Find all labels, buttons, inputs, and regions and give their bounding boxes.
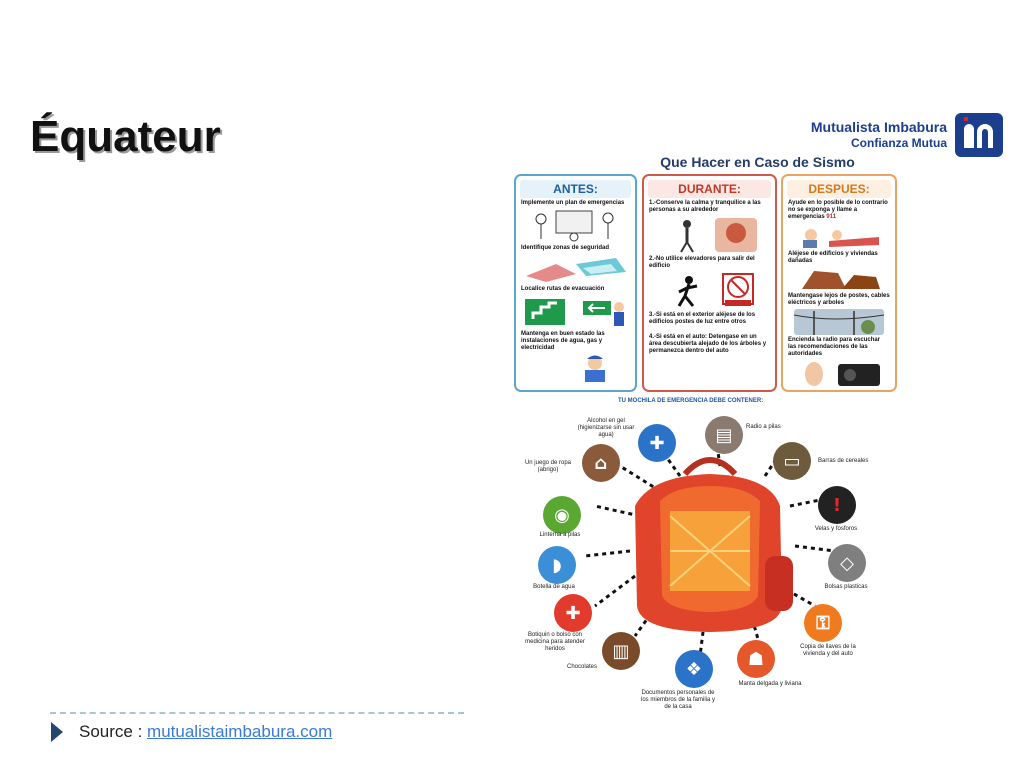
column-durante: DURANTE: 1.-Conserve la calma y tranquil… xyxy=(642,174,777,392)
infographic-title: Que Hacer en Caso de Sismo xyxy=(660,154,855,170)
antes-step: Implemente un plan de emergencias xyxy=(521,200,625,206)
despues-step: Aléjese de edificios y viviendas dañadas xyxy=(788,251,878,264)
durante-step: 4.-Si está en el auto: Detengase en un á… xyxy=(649,334,767,354)
source-label: Source : xyxy=(79,722,143,741)
backpack-illustration xyxy=(635,457,793,632)
item-label: Manta delgada y liviana xyxy=(738,681,802,687)
flashlight-icon: ◉ xyxy=(543,496,581,534)
source-link[interactable]: mutualistaimbabura.com xyxy=(147,722,333,741)
evacuation-signs-illustration xyxy=(524,299,624,326)
footer-divider xyxy=(50,712,464,714)
power-lines-illustration xyxy=(794,309,884,335)
earthquake-infographic: Mutualista Imbabura Confianza Mutua Que … xyxy=(510,106,1005,716)
durante-step: 1.-Conserve la calma y tranquilice a las… xyxy=(649,200,761,213)
antes-step: Identifique zonas de seguridad xyxy=(521,245,610,251)
despues-step: Encienda la radio para escuchar las reco… xyxy=(788,337,881,357)
radio-icon: ▤ xyxy=(705,416,743,454)
calm-people-illustration xyxy=(679,218,757,253)
safe-zone-illustration xyxy=(525,258,626,282)
item-label: Botella de agua xyxy=(533,584,575,590)
maintenance-worker-illustration xyxy=(585,355,605,382)
water-bottle-icon: ◗ xyxy=(538,546,576,584)
item-label: Velas y fosforos xyxy=(814,526,858,532)
durante-step: 3.-Si está en el exterior aléjese de los… xyxy=(649,312,756,325)
item-label: Bolsas plasticas xyxy=(824,584,868,590)
bullet-arrow-icon xyxy=(51,722,63,742)
damaged-building-illustration xyxy=(802,271,880,289)
cereal-bars-icon: ▭ xyxy=(773,442,811,480)
column-header-despues: DESPUES: xyxy=(787,180,891,198)
item-label: Barras de cereales xyxy=(818,458,869,464)
antes-step: Localice rutas de evacuación xyxy=(521,286,605,292)
chocolate-icon: ▥ xyxy=(602,632,640,670)
source-caption: Source : mutualistaimbabura.com xyxy=(79,722,332,742)
candles-icon: ! xyxy=(818,486,856,524)
first-aid-kit-icon: ✚ xyxy=(554,594,592,632)
keys-icon: ⚿ xyxy=(804,604,842,642)
backpack-section-title: TU MOCHILA DE EMERGENCIA DEBE CONTENER: xyxy=(618,398,764,404)
item-label: Chocolates xyxy=(566,664,598,670)
family-planning-illustration xyxy=(535,210,613,242)
despues-step: Ayude en lo posible de lo contrario no s… xyxy=(788,200,890,221)
item-label: Un juego de ropa (abrigo) xyxy=(524,460,572,473)
radio-illustration xyxy=(805,362,880,386)
item-label: Linterna a pilas xyxy=(539,532,581,538)
item-label: Copia de llaves de la vivienda y del aut… xyxy=(800,644,856,657)
item-label: Botiquin o bolso con medicina para atend… xyxy=(525,632,585,652)
documents-icon: ❖ xyxy=(675,650,713,688)
logo-mark-icon xyxy=(955,113,1003,157)
no-elevator-illustration xyxy=(677,273,754,307)
emergency-number: 911 xyxy=(826,214,837,220)
despues-step: Mantengase lejos de postes, cables eléct… xyxy=(788,293,890,306)
durante-step: 2.-No utilice elevadores para salir del … xyxy=(649,256,755,269)
logo-name: Mutualista Imbabura xyxy=(810,119,947,135)
antes-step: Mantenga en buen estado las instalacione… xyxy=(521,331,605,351)
despues-step-text: Ayude en lo posible de lo contrario no s… xyxy=(788,200,888,220)
clothes-icon: ⌂ xyxy=(582,444,620,482)
mutualista-logo: Mutualista Imbabura Confianza Mutua xyxy=(800,110,1005,157)
blanket-icon: ☗ xyxy=(737,640,775,678)
column-header-durante: DURANTE: xyxy=(648,180,771,198)
item-label: Documentos personales de los miembros de… xyxy=(640,690,716,710)
item-label: Alcohol en gel (higienizarse sin usar ag… xyxy=(577,418,635,438)
column-antes: ANTES: Implemente un plan de emergencias… xyxy=(514,174,637,392)
slide-title: Équateur xyxy=(30,112,221,161)
first-aid-illustration xyxy=(803,229,879,248)
item-label: Radio a pilas xyxy=(746,424,781,430)
plastic-bags-icon: ◇ xyxy=(828,544,866,582)
column-header-antes: ANTES: xyxy=(520,180,631,198)
hand-sanitizer-icon: ✚ xyxy=(638,424,676,462)
logo-tagline: Confianza Mutua xyxy=(851,136,947,150)
column-despues: DESPUES: Ayude en lo posible de lo contr… xyxy=(781,174,897,392)
